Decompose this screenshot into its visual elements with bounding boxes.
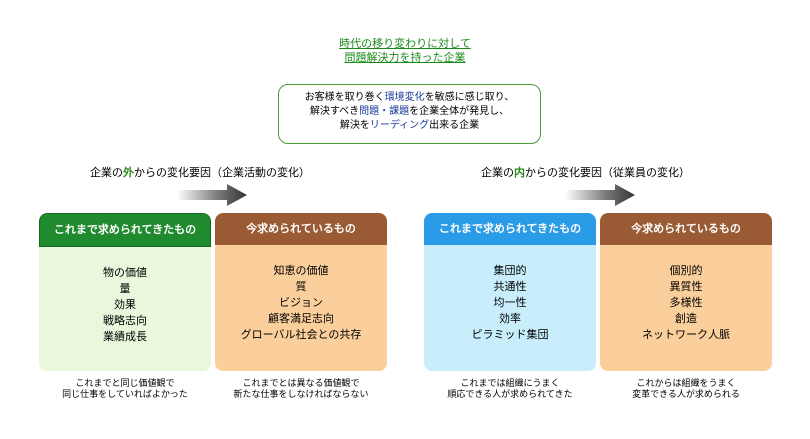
page-title: 時代の移り変わりに対して 問題解決力を持った企業: [0, 37, 810, 65]
caption-external-past: これまでと同じ価値観で 同じ仕事をしていればよかった: [39, 379, 211, 401]
panel-item: 業績成長: [103, 330, 147, 343]
heading-text: 企業の: [481, 166, 514, 179]
caption-external-present: これまでとは異なる価値観で 新たな仕事をしなければならない: [215, 379, 387, 401]
caption-line: 同じ仕事をしていればよかった: [62, 390, 188, 400]
panel-header: 今求められているもの: [600, 213, 772, 245]
intro-text: 解決を: [339, 120, 370, 131]
intro-text: 解決すべき: [309, 106, 360, 117]
intro-text: お客様を取り巻く: [304, 92, 385, 103]
panel-items: 集団的 共通性 均一性 効率 ピラミッド集団: [424, 245, 596, 343]
panel-item: 知恵の価値: [273, 264, 329, 277]
caption-internal-present: これからは組織をうまく 変革できる人が求められる: [600, 379, 772, 401]
title-line-1: 時代の移り変わりに対して: [339, 37, 471, 50]
panel-item: 物の価値: [103, 266, 147, 279]
intro-box: お客様を取り巻く環境変化を敏感に感じ取り、 解決すべき問題・課題を企業全体が発見…: [278, 84, 541, 144]
panel-item: 均一性: [493, 296, 527, 309]
title-line-2: 問題解決力を持った企業: [344, 51, 466, 64]
panel-internal-past: これまで求められてきたもの 集団的 共通性 均一性 効率 ピラミッド集団: [424, 213, 596, 371]
caption-line: 変革できる人が求められる: [632, 390, 740, 400]
intro-highlight: リーディング: [369, 120, 430, 131]
panel-item: ネットワーク人脈: [642, 328, 730, 341]
panel-header: これまで求められてきたもの: [39, 213, 211, 247]
caption-line: これまでは組織にうまく: [460, 379, 560, 389]
arrow-right-icon: [177, 184, 247, 206]
heading-text: からの変化要因（従業員の変化）: [525, 166, 690, 179]
panel-item: ピラミッド集団: [471, 328, 549, 341]
intro-highlight: 問題・課題: [359, 106, 410, 117]
heading-text: 企業の: [90, 166, 123, 179]
caption-line: これからは組織をうまく: [636, 379, 736, 389]
panel-items: 個別的 異質性 多様性 創造 ネットワーク人脈: [600, 245, 772, 343]
panel-item: 質: [295, 280, 307, 293]
caption-line: 順応できる人が求められてきた: [447, 390, 573, 400]
panel-item: ビジョン: [279, 296, 323, 309]
panel-item: 効率: [499, 312, 521, 325]
intro-line-3: 解決をリーディング出来る企業: [279, 119, 540, 133]
panel-items: 物の価値 量 効果 戦略志向 業績成長: [39, 247, 211, 345]
heading-emphasis: 外: [123, 166, 134, 179]
panel-item: 個別的: [669, 264, 703, 277]
heading-internal-factors: 企業の内からの変化要因（従業員の変化）: [481, 166, 690, 180]
heading-external-factors: 企業の外からの変化要因（企業活動の変化）: [90, 166, 310, 180]
panel-internal-present: 今求められているもの 個別的 異質性 多様性 創造 ネットワーク人脈: [600, 213, 772, 371]
intro-text: 出来る企業: [429, 120, 480, 131]
panel-items: 知恵の価値 質 ビジョン 顧客満足志向 グローバル社会との共存: [215, 245, 387, 343]
panel-item: 集団的: [493, 264, 527, 277]
panel-item: 量: [119, 282, 131, 295]
panel-item: 共通性: [493, 280, 527, 293]
caption-line: これまでと同じ価値観で: [75, 379, 175, 389]
panel-item: 創造: [675, 312, 697, 325]
arrow-right-icon: [565, 184, 635, 206]
caption-internal-past: これまでは組織にうまく 順応できる人が求められてきた: [424, 379, 596, 401]
panel-item: 顧客満足志向: [268, 312, 334, 325]
panel-item: 異質性: [669, 280, 703, 293]
panel-header: これまで求められてきたもの: [424, 213, 596, 245]
intro-highlight: 環境変化: [384, 92, 425, 103]
heading-text: からの変化要因（企業活動の変化）: [134, 166, 310, 179]
heading-emphasis: 内: [514, 166, 525, 179]
intro-line-2: 解決すべき問題・課題を企業全体が発見し、: [279, 105, 540, 119]
panel-item: 戦略志向: [103, 314, 147, 327]
panel-item: グローバル社会との共存: [240, 328, 362, 341]
caption-line: 新たな仕事をしなければならない: [233, 390, 369, 400]
panel-external-past: これまで求められてきたもの 物の価値 量 効果 戦略志向 業績成長: [39, 213, 211, 371]
panel-header: 今求められているもの: [215, 213, 387, 245]
intro-text: を企業全体が発見し、: [409, 106, 510, 117]
intro-text: を敏感に感じ取り、: [424, 92, 515, 103]
caption-line: これまでとは異なる価値観で: [242, 379, 360, 389]
panel-external-present: 今求められているもの 知恵の価値 質 ビジョン 顧客満足志向 グローバル社会との…: [215, 213, 387, 371]
panel-item: 効果: [114, 298, 136, 311]
panel-item: 多様性: [669, 296, 703, 309]
intro-line-1: お客様を取り巻く環境変化を敏感に感じ取り、: [279, 91, 540, 105]
